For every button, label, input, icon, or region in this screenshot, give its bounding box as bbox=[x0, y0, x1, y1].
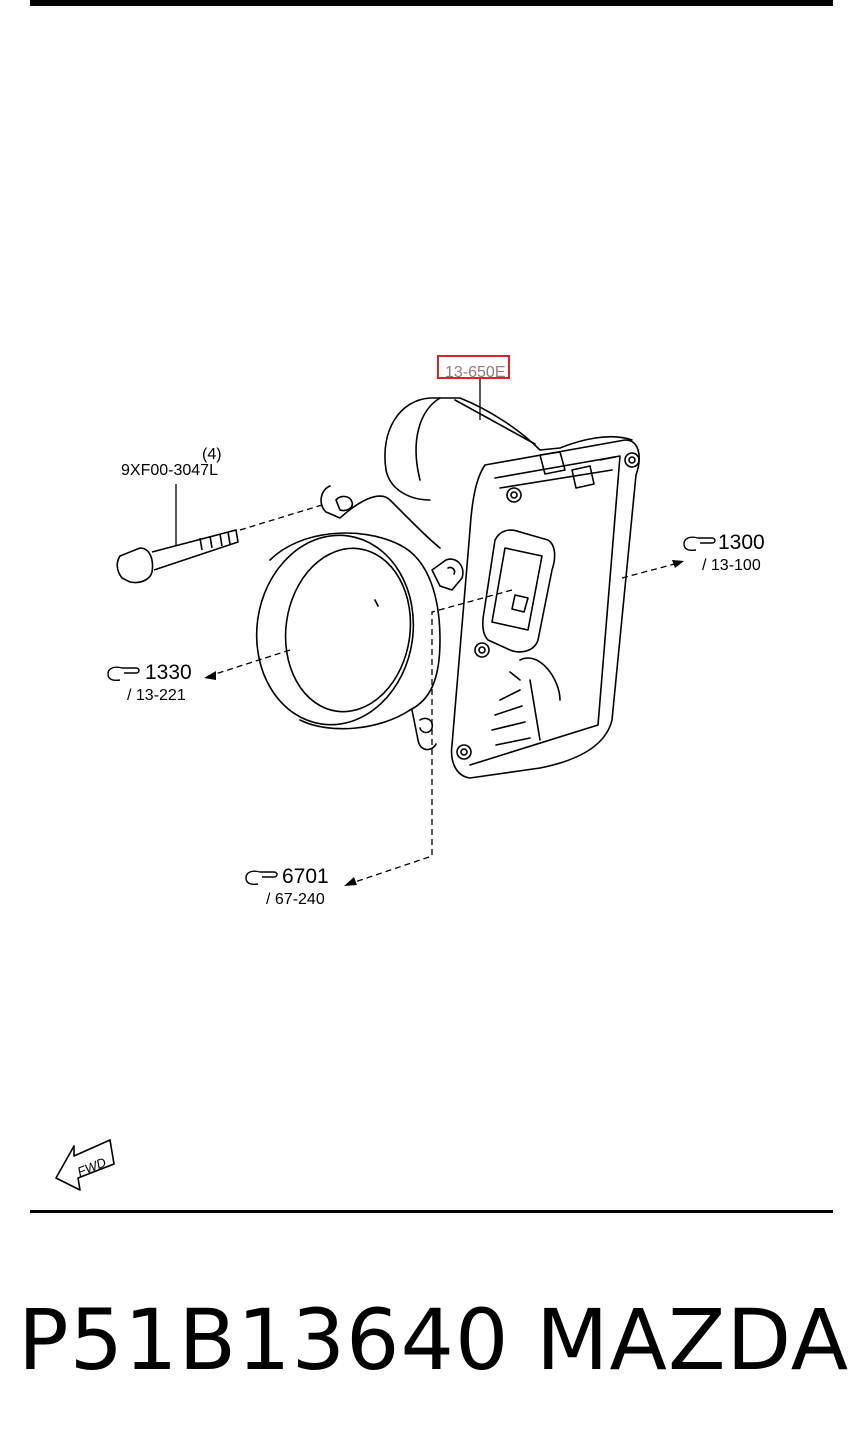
throttle-body-diagram: 13-650E (4) 9XF00-3047L 1300 / 13-100 13… bbox=[55, 355, 765, 1191]
throttle-body-illustration bbox=[255, 397, 640, 779]
leader-lines bbox=[175, 378, 683, 886]
footer-part-number: P51B13640 bbox=[18, 1291, 510, 1389]
arrowheads bbox=[204, 560, 684, 886]
pointing-hand-icon bbox=[683, 536, 716, 552]
ref-6701-label[interactable]: 6701 bbox=[282, 865, 329, 888]
part-number-highlight bbox=[437, 355, 510, 379]
forward-arrow-icon: FWD bbox=[55, 1139, 115, 1191]
top-rule bbox=[30, 0, 833, 6]
ref-1300-label[interactable]: 1300 bbox=[718, 531, 765, 554]
ref-1300-sublabel: / 13-100 bbox=[702, 557, 761, 574]
ref-6701-sublabel: / 67-240 bbox=[266, 891, 325, 908]
pointing-hand-icon bbox=[107, 666, 140, 682]
bolt-illustration bbox=[116, 529, 239, 584]
ref-1330-sublabel: / 13-221 bbox=[127, 687, 186, 704]
bolt-part-label: 9XF00-3047L bbox=[121, 462, 218, 479]
part-footer: P51B13640 MAZDA bbox=[18, 1290, 864, 1390]
bottom-rule bbox=[30, 1210, 833, 1213]
pointing-hand-icon bbox=[245, 870, 278, 886]
ref-1330-label[interactable]: 1330 bbox=[145, 661, 192, 684]
bolt-qty-label: (4) bbox=[202, 446, 222, 463]
part-number-label: 13-650E bbox=[445, 364, 506, 381]
footer-brand: MAZDA bbox=[536, 1291, 850, 1389]
